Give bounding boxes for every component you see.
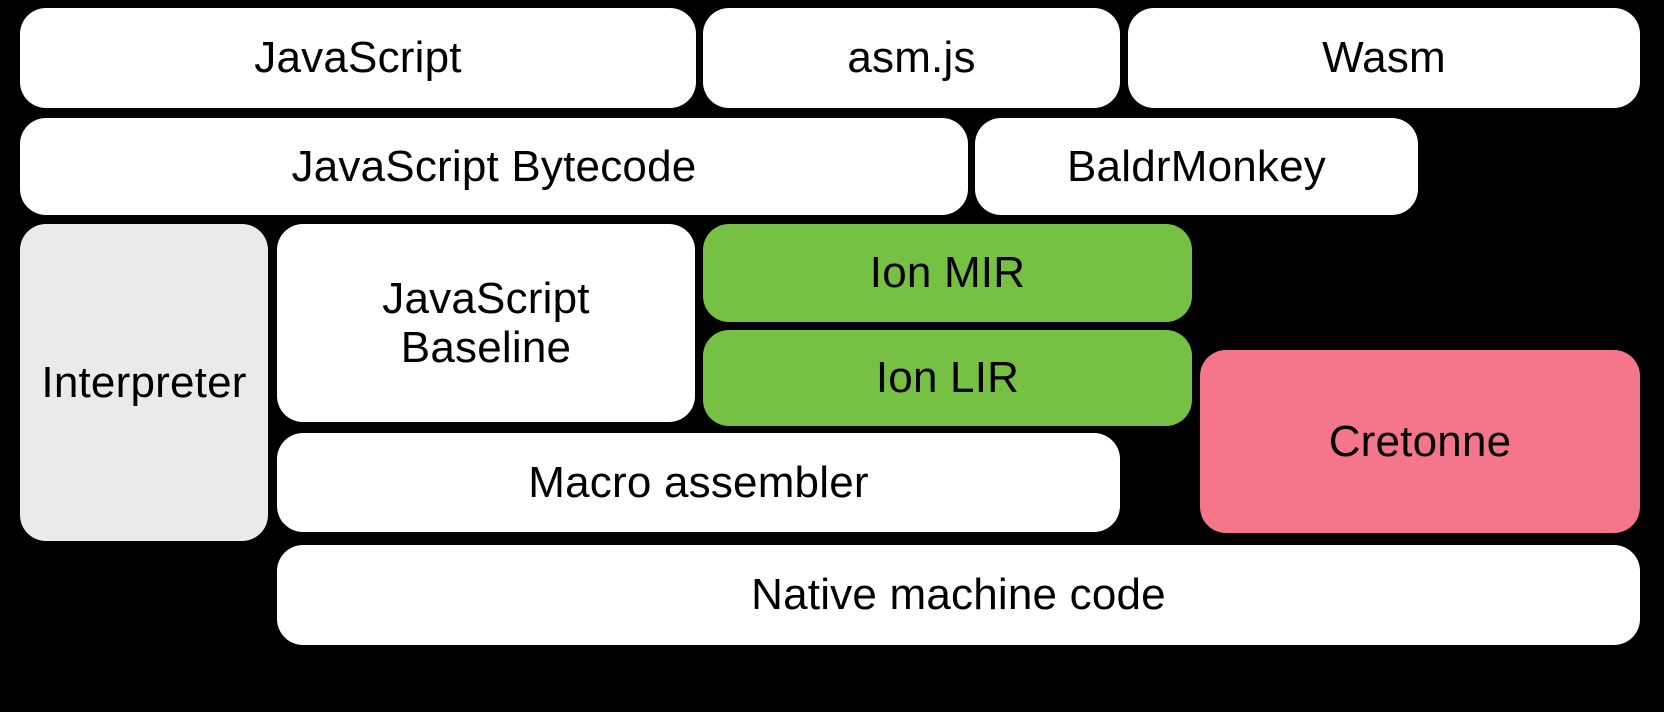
node-asmjs: asm.js <box>703 8 1120 108</box>
node-javascript: JavaScript <box>20 8 696 108</box>
node-ion-lir: Ion LIR <box>703 330 1192 426</box>
node-javascript-bytecode: JavaScript Bytecode <box>20 118 968 215</box>
node-interpreter: Interpreter <box>20 224 268 541</box>
node-wasm: Wasm <box>1128 8 1640 108</box>
node-baldrmonkey: BaldrMonkey <box>975 118 1418 215</box>
node-native-machine-code: Native machine code <box>277 545 1640 645</box>
node-javascript-baseline: JavaScript Baseline <box>277 224 695 422</box>
node-macro-assembler: Macro assembler <box>277 433 1120 532</box>
node-ion-mir: Ion MIR <box>703 224 1192 322</box>
node-cretonne: Cretonne <box>1200 350 1640 533</box>
